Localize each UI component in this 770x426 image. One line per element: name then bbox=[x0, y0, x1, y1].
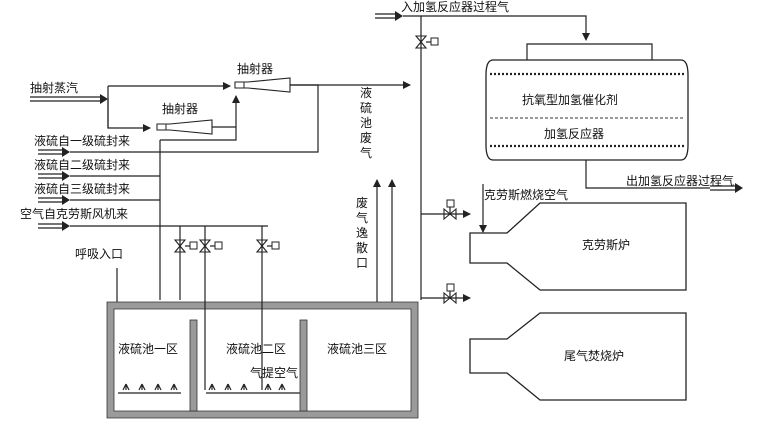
air-blower-label: 空气自克劳斯风机来 bbox=[20, 206, 128, 221]
ejector-top-suction bbox=[160, 95, 240, 141]
header-to-reactor-top bbox=[421, 15, 590, 41]
claus-air-label: 克劳斯燃烧空气 bbox=[484, 187, 568, 202]
seal-1-label: 液硫自一级硫封来 bbox=[34, 133, 130, 148]
air-drop-lines bbox=[179, 226, 263, 390]
hydro-reactor-label: 加氢反应器 bbox=[544, 126, 604, 141]
svg-text:散: 散 bbox=[356, 240, 368, 255]
steam-to-ejector-mid bbox=[107, 86, 151, 132]
svg-text:气: 气 bbox=[356, 210, 368, 225]
breath-inlet-label: 呼吸入口 bbox=[75, 247, 123, 261]
claus-furnace-label: 克劳斯炉 bbox=[582, 238, 630, 252]
claus-furnace bbox=[469, 202, 687, 291]
partition-wall-1 bbox=[189, 319, 198, 412]
zone-2-label: 液硫池二区 bbox=[226, 341, 286, 356]
ejector-outlet-loop bbox=[160, 84, 319, 153]
svg-text:废: 废 bbox=[356, 195, 368, 210]
partition-wall-2 bbox=[299, 319, 308, 412]
steam-inlet-arrow bbox=[30, 96, 100, 102]
catalyst-label: 抗氧型加氢催化剂 bbox=[522, 92, 618, 107]
ejector-top-label: 抽射器 bbox=[237, 61, 273, 76]
inlet-process-gas-label: 入加氢反应器过程气 bbox=[401, 0, 509, 14]
seal-inlet-arrows bbox=[38, 147, 70, 231]
outlet-process-gas-label: 出加氢反应器过程气 bbox=[626, 173, 734, 188]
main-header-line bbox=[403, 15, 422, 300]
svg-text:气: 气 bbox=[360, 145, 372, 160]
stripping-air-label: 气提空气 bbox=[250, 365, 298, 380]
inlet-gas-arrow bbox=[375, 13, 395, 19]
svg-text:废: 废 bbox=[360, 130, 372, 145]
ejector-mid-label: 抽射器 bbox=[162, 101, 198, 116]
sparger-zone-1 bbox=[118, 383, 181, 394]
waste-gas-vent-label: 废 气 逸 散 口 bbox=[356, 195, 368, 270]
valve-claus[interactable] bbox=[443, 199, 457, 221]
reactor-outlet-line bbox=[585, 160, 710, 189]
hydro-reactor-vessel bbox=[485, 43, 689, 161]
valve-air-2[interactable] bbox=[198, 239, 223, 253]
seal-2-label: 液硫自二级硫封来 bbox=[34, 157, 130, 172]
valve-air-3[interactable] bbox=[255, 239, 280, 253]
svg-text:硫: 硫 bbox=[360, 100, 372, 115]
valve-header[interactable] bbox=[414, 35, 439, 49]
ejector-mid bbox=[156, 119, 213, 135]
extract-steam-label: 抽射蒸汽 bbox=[30, 80, 78, 95]
valve-air-1[interactable] bbox=[173, 239, 198, 253]
sulfur-pit bbox=[106, 301, 419, 419]
zone-3-label: 液硫池三区 bbox=[327, 341, 387, 356]
tail-gas-incinerator bbox=[469, 312, 687, 401]
svg-text:逸: 逸 bbox=[356, 226, 368, 240]
sulfur-pool-waste-gas-label: 液 硫 池 废 气 bbox=[360, 85, 372, 160]
svg-text:口: 口 bbox=[356, 256, 368, 270]
ejector-top bbox=[234, 77, 291, 93]
svg-text:池: 池 bbox=[360, 116, 372, 130]
sparger-zone-3 bbox=[262, 383, 300, 394]
valve-incinerator[interactable] bbox=[443, 283, 457, 305]
outlet-gas-arrow bbox=[710, 185, 735, 191]
incinerator-label: 尾气焚烧炉 bbox=[564, 348, 624, 363]
svg-text:液: 液 bbox=[360, 85, 372, 100]
sparger-zone-2 bbox=[206, 383, 262, 394]
seal-lines bbox=[70, 151, 160, 201]
zone-1-label: 液硫池一区 bbox=[118, 341, 178, 356]
seal-3-label: 液硫自三级硫封来 bbox=[34, 181, 130, 196]
